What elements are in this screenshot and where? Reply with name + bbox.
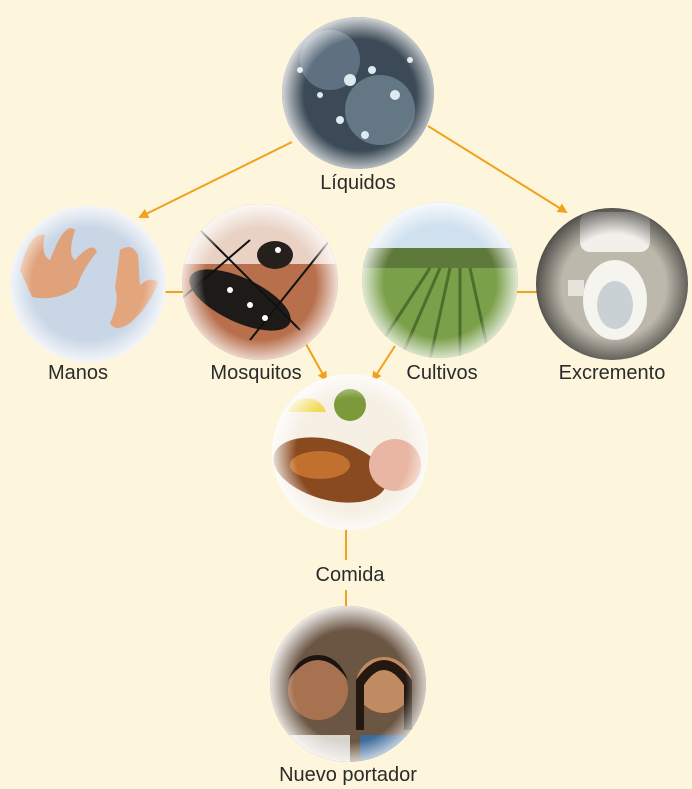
node-label-crops: Cultivos — [406, 362, 477, 385]
liquid-splash-photo — [280, 15, 440, 175]
children-photo — [270, 606, 430, 770]
node-label-hands: Manos — [48, 362, 108, 385]
toilet-photo — [534, 206, 692, 366]
crop-field-photo — [360, 202, 520, 362]
node-label-food: Comida — [316, 564, 385, 587]
edge-crops-to-food — [373, 346, 395, 380]
edge-mosquito-to-food — [306, 344, 326, 380]
mosquito-photo — [180, 204, 340, 364]
node-label-liquids: Líquidos — [320, 172, 396, 195]
node-label-excrement: Excremento — [559, 362, 666, 385]
edge-liquids-to-excrement — [428, 126, 566, 212]
hands-photo — [8, 204, 168, 364]
fish-dish-photo — [266, 374, 432, 534]
node-label-carrier: Nuevo portador — [279, 764, 417, 787]
node-label-mosquito: Mosquitos — [210, 362, 301, 385]
